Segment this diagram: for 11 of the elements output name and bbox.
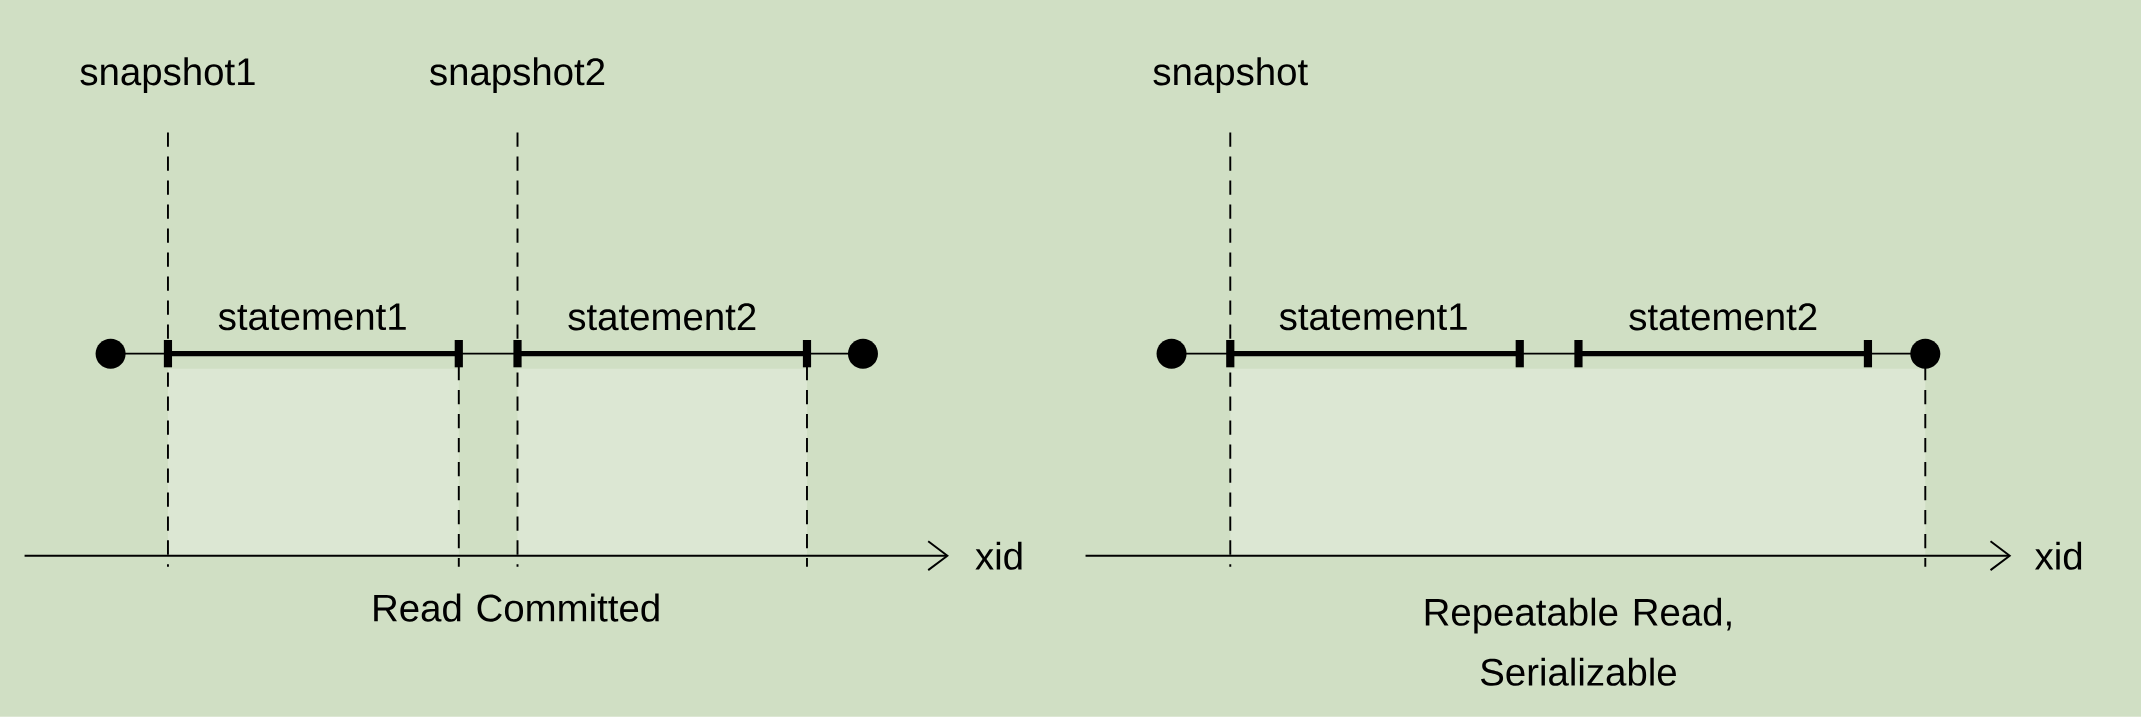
caption: Read Committed xyxy=(374,593,659,622)
axis-label: xid xyxy=(975,541,1022,570)
statement-label: statement1 xyxy=(218,303,406,331)
axis-label: xid xyxy=(2035,541,2082,570)
snapshot-label: snapshot xyxy=(1153,57,1308,94)
caption: Repeatable Read, Serializable xyxy=(1425,597,1731,686)
snapshot-label: snapshot1 xyxy=(80,57,255,94)
snapshot-label: snapshot2 xyxy=(430,57,605,94)
statement-label: statement2 xyxy=(568,303,756,331)
statement-label: statement2 xyxy=(1629,303,1817,331)
statement-label: statement1 xyxy=(1279,303,1467,331)
